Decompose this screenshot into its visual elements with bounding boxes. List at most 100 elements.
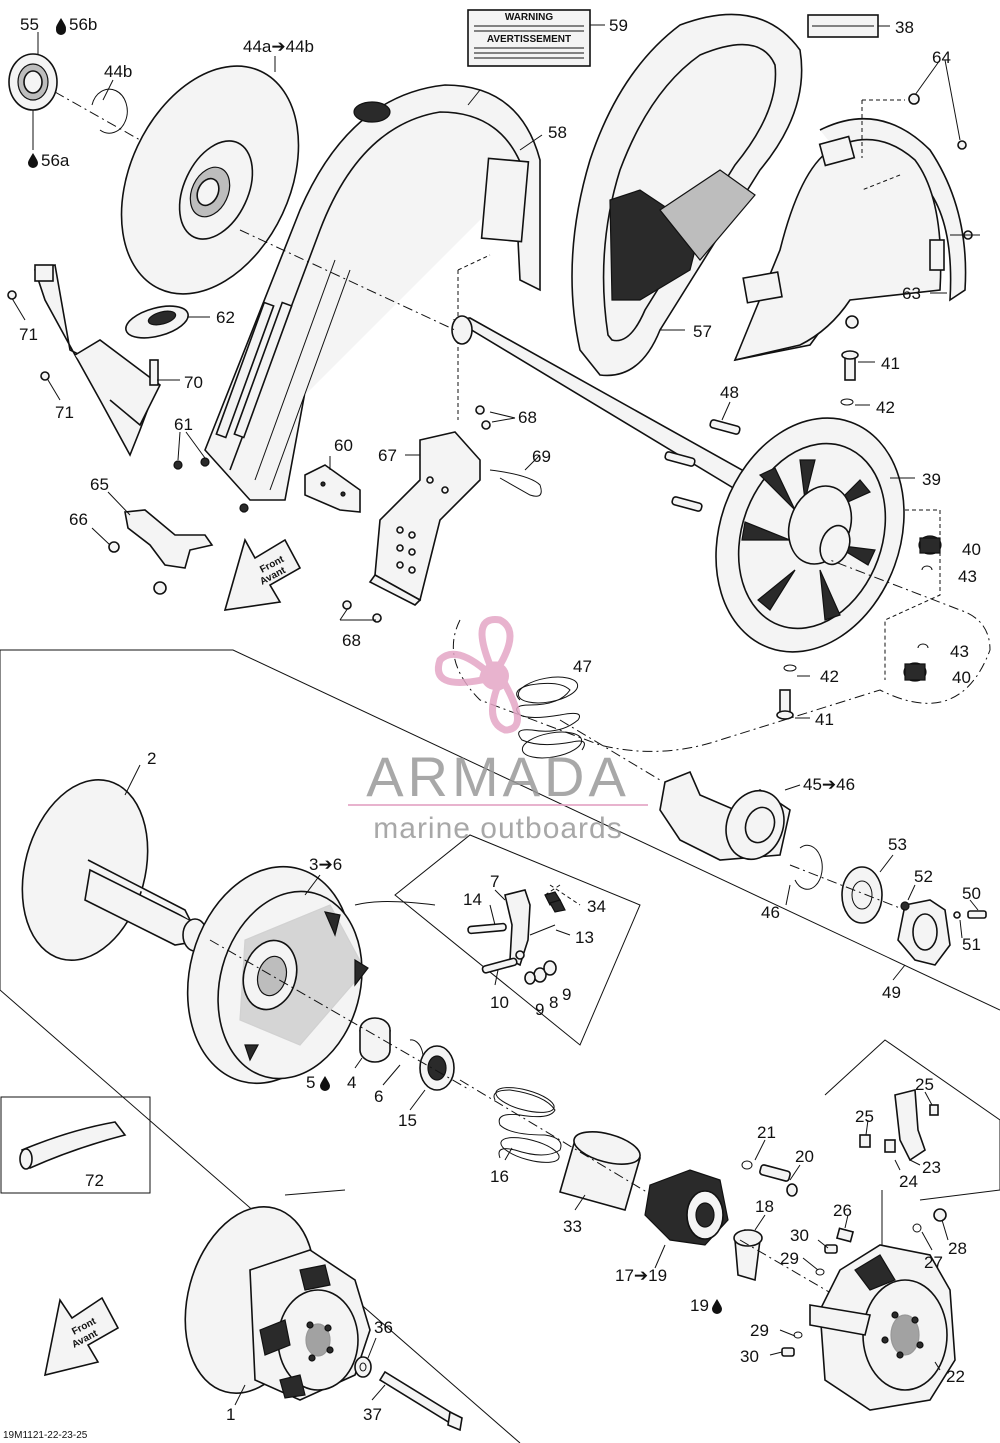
callout-7: 7 [490, 872, 499, 891]
callout-33: 33 [563, 1217, 582, 1236]
callout-64: 64 [932, 48, 951, 67]
svg-text:AVERTISSEMENT: AVERTISSEMENT [487, 34, 571, 45]
seal-55 [8, 53, 58, 111]
callout-40: 40 [962, 540, 981, 559]
weight-23 [859, 1088, 939, 1162]
callout-47: 47 [573, 657, 592, 676]
callout-44a-44b: 44a➔44b [243, 37, 314, 56]
spring-16 [493, 1087, 562, 1163]
callout-22: 22 [946, 1367, 965, 1386]
callout-29: 29 [750, 1321, 769, 1340]
callout-5: 5 [306, 1073, 315, 1092]
belt-guard-63 [733, 59, 980, 362]
sleeve-33 [559, 1131, 641, 1211]
callout-68: 68 [342, 631, 361, 650]
callout-70: 70 [184, 373, 203, 392]
callout-13: 13 [575, 928, 594, 947]
callout-14: 14 [463, 890, 482, 909]
front-arrow-icon: Front Avant [223, 537, 302, 611]
roller-40 [903, 643, 929, 682]
belt-guard-58 [204, 84, 541, 501]
moveable-sheave-22 [781, 1208, 956, 1411]
callout-38: 38 [895, 18, 914, 37]
bolt-20 [741, 1160, 798, 1197]
callout-72: 72 [85, 1171, 104, 1190]
callout-18: 18 [755, 1197, 774, 1216]
callout-34: 34 [587, 897, 606, 916]
cam-45 [659, 770, 791, 861]
svg-text:marine outboards: marine outboards [373, 812, 622, 845]
callout-42: 42 [820, 667, 839, 686]
decal-38 [807, 14, 879, 38]
propeller-logo [435, 616, 521, 734]
spring-47 [516, 676, 585, 759]
callout-29: 29 [780, 1249, 799, 1268]
callout-51: 51 [962, 935, 981, 954]
lever-7 [467, 889, 566, 985]
callout-17-19: 17➔19 [615, 1266, 667, 1285]
front-arrow-icon: Front Avant [43, 1296, 120, 1377]
callout-9: 9 [535, 1000, 544, 1019]
callout-9: 9 [562, 985, 571, 1004]
detail-box-72 [0, 1096, 151, 1194]
washer-36 [354, 1356, 372, 1378]
callout-62: 62 [216, 308, 235, 327]
callout-60: 60 [334, 436, 353, 455]
bracket-67 [342, 405, 542, 623]
callout-43: 43 [950, 642, 969, 661]
bushing-18 [733, 1228, 763, 1282]
callout-20: 20 [795, 1147, 814, 1166]
callout-57: 57 [693, 322, 712, 341]
callout-42: 42 [876, 398, 895, 417]
callout-8: 8 [549, 993, 558, 1012]
drawing-code: 19M1121-22-23-25 [3, 1430, 88, 1441]
oil-drop-icon [28, 153, 38, 168]
warning-decal-59: WARNING AVERTISSEMENT [467, 9, 591, 67]
callout-23: 23 [922, 1158, 941, 1177]
callout-69: 69 [532, 447, 551, 466]
callout-55: 55 [20, 15, 39, 34]
svg-text:ARMADA: ARMADA [366, 745, 630, 808]
callout-63: 63 [902, 284, 921, 303]
callout-46: 46 [761, 903, 780, 922]
bracket-49 [897, 899, 987, 966]
callout-19: 19 [690, 1296, 709, 1315]
washer-53 [841, 866, 883, 924]
callout-36: 36 [374, 1318, 393, 1337]
pins-48 [664, 419, 741, 512]
oil-drop-icon [56, 20, 66, 35]
callout-71: 71 [19, 325, 38, 344]
bushing-4 [359, 1017, 391, 1063]
callout-56a: 56a [41, 151, 70, 170]
bolt-41 [840, 350, 859, 406]
callout-25: 25 [855, 1107, 874, 1126]
callout-49: 49 [882, 983, 901, 1002]
driven-pulley-39 [715, 417, 905, 653]
callout-6: 6 [374, 1087, 383, 1106]
callout-65: 65 [90, 475, 109, 494]
callout-56b: 56b [69, 15, 97, 34]
callout-25: 25 [915, 1075, 934, 1094]
callout-50: 50 [962, 884, 981, 903]
callout-labels: 55 56b 56a 44a➔44b 44b 59 38 64 58 63 57… [19, 15, 981, 1424]
washer-15 [419, 1045, 455, 1091]
callout-39: 39 [922, 470, 941, 489]
callout-58: 58 [548, 123, 567, 142]
bracket-70 [33, 264, 189, 457]
callout-43: 43 [958, 567, 977, 586]
callout-67: 67 [378, 446, 397, 465]
callout-41: 41 [815, 710, 834, 729]
callout-16: 16 [490, 1167, 509, 1186]
callout-52: 52 [914, 867, 933, 886]
callout-61: 61 [174, 415, 193, 434]
callout-30: 30 [740, 1347, 759, 1366]
fixed-sheave-2 [21, 778, 208, 962]
callout-37: 37 [363, 1405, 382, 1424]
callout-24: 24 [899, 1172, 918, 1191]
callout-1: 1 [226, 1405, 235, 1424]
callout-30: 30 [790, 1226, 809, 1245]
bolt-41 [776, 664, 797, 720]
roller-40 [918, 535, 942, 571]
circlip-44b [91, 88, 128, 134]
